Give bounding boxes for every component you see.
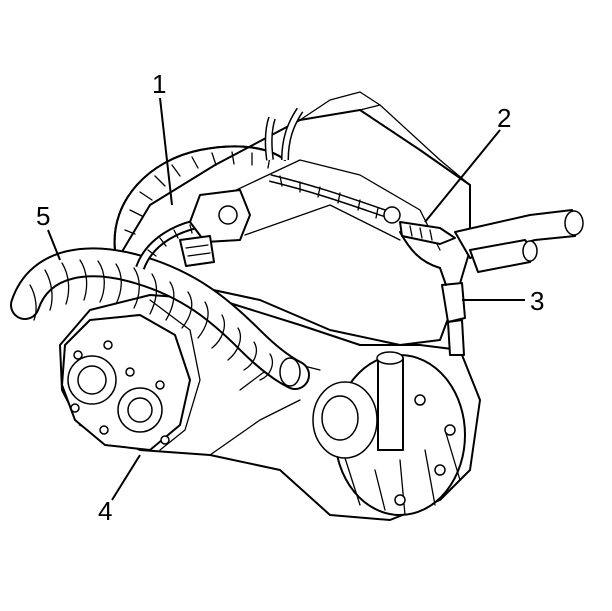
corrugated-harness-5 (10, 247, 310, 390)
right-pipe-assembly (454, 209, 584, 273)
callout-leaders (47, 97, 525, 501)
leader-5 (47, 229, 61, 261)
callout-2: 2 (497, 103, 511, 133)
leader-4 (111, 454, 141, 501)
callout-3: 3 (530, 286, 544, 316)
leader-2 (424, 129, 501, 223)
sensor-harness (135, 189, 251, 270)
callout-4: 4 (98, 496, 112, 526)
speed-sensor-housing (376, 351, 404, 451)
callout-1: 1 (152, 69, 166, 99)
connector-3 (439, 267, 466, 356)
callout-5: 5 (36, 201, 50, 231)
harness-to-connector-2 (264, 107, 456, 269)
left-end-cover (61, 314, 191, 451)
leader-1 (159, 97, 173, 206)
upper-wire-harness (113, 145, 286, 251)
